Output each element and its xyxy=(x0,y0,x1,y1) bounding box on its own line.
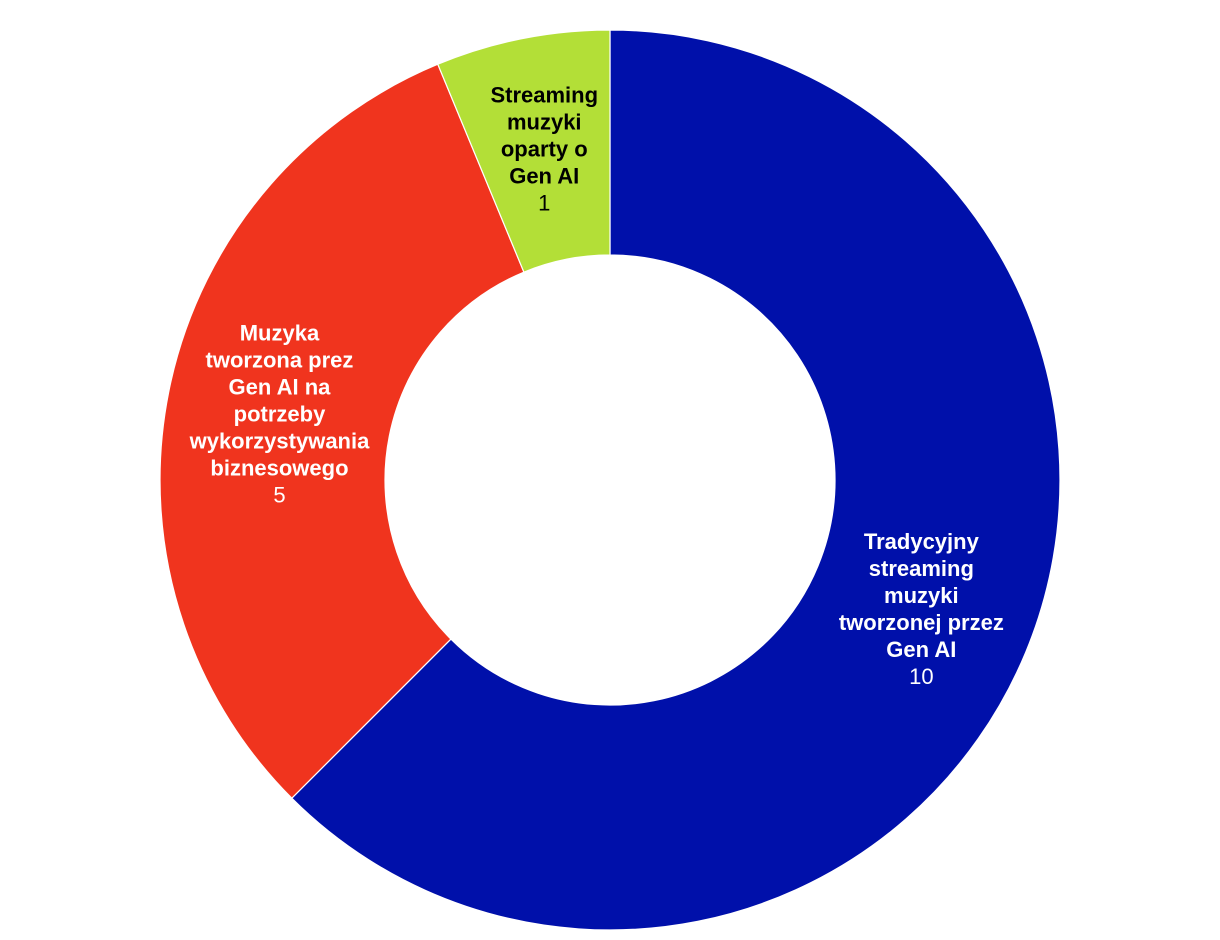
slice-label-line: streaming xyxy=(868,555,974,581)
donut-slice xyxy=(159,63,525,800)
slice-label-line: Muzyka xyxy=(239,320,320,346)
slice-label-line: biznesowego xyxy=(210,455,349,481)
slice-label-line: muzyki xyxy=(884,582,959,608)
slice-label-line: Gen AI xyxy=(886,636,957,662)
slice-label-line: Tradycyjny xyxy=(863,528,979,554)
slice-label-line: potrzeby xyxy=(233,401,326,427)
slice-value-label: 5 xyxy=(273,482,286,508)
slice-value-label: 10 xyxy=(909,663,934,689)
slice-label-line: Gen AI na xyxy=(228,374,331,400)
slice-label-line: Streaming xyxy=(490,82,599,108)
slice-label-line: Gen AI xyxy=(509,163,580,189)
donut-slice xyxy=(437,29,611,273)
slice-label-line: muzyki xyxy=(506,109,582,135)
slice-label-line: tworzona prez xyxy=(205,347,354,373)
slice-label-line: oparty o xyxy=(500,136,588,162)
slice-label-line: wykorzystywania xyxy=(189,428,370,454)
slice-label-line: tworzonej przez xyxy=(838,609,1004,635)
slice-value-label: 1 xyxy=(538,190,551,216)
donut-slice xyxy=(290,29,1061,931)
